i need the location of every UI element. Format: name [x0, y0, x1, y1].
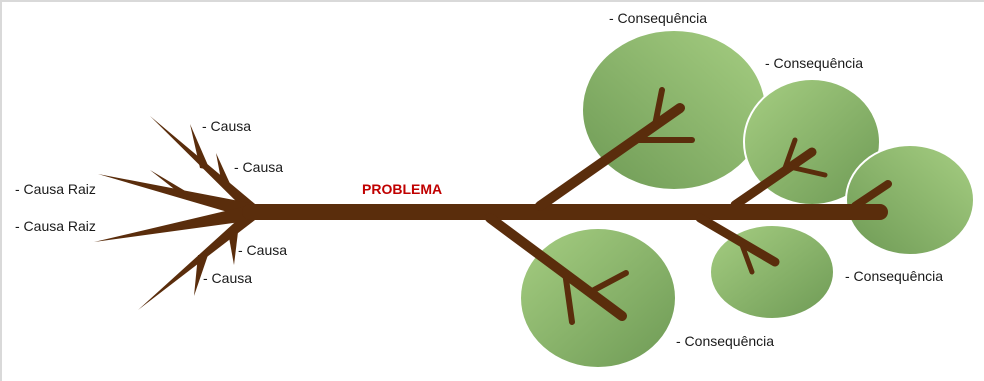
cause-label-3: - Causa [238, 242, 288, 258]
branch-2 [730, 147, 817, 210]
twig-2b [782, 137, 798, 171]
consequence-label-1: - Consequência [609, 10, 708, 26]
twig-5b [591, 270, 629, 293]
consequence-label-3: - Consequência [845, 268, 944, 284]
root-spike-3 [150, 170, 192, 195]
twig-5a [562, 269, 575, 325]
root-raiz-2 [94, 204, 255, 242]
twig-1a [652, 87, 665, 128]
twig-4a [739, 242, 755, 275]
branch-4 [695, 213, 780, 267]
root-spike-6 [194, 255, 208, 296]
root-group [94, 116, 255, 310]
root-spike-2 [216, 153, 232, 188]
cause-label-1: - Causa [202, 118, 252, 134]
consequence-leaf-3 [845, 144, 975, 256]
root-cause-label-2: - Causa Raiz [15, 218, 96, 234]
root-spike-5 [228, 232, 238, 265]
root-raiz-1 [98, 174, 255, 220]
consequence-label-4: - Consequência [676, 333, 775, 349]
root-spike-1 [190, 124, 210, 170]
twig-2a [787, 164, 828, 178]
branch-group [485, 87, 892, 325]
branch-3 [851, 180, 892, 210]
branch-5 [485, 213, 627, 321]
root-cause-4 [138, 204, 255, 310]
consequence-label-2: - Consequência [765, 55, 864, 71]
root-cause-label-1: - Causa Raiz [15, 181, 96, 197]
cause-label-4: - Causa [203, 270, 253, 286]
cause-label-2: - Causa [234, 159, 284, 175]
problem-label: PROBLEMA [362, 181, 443, 197]
